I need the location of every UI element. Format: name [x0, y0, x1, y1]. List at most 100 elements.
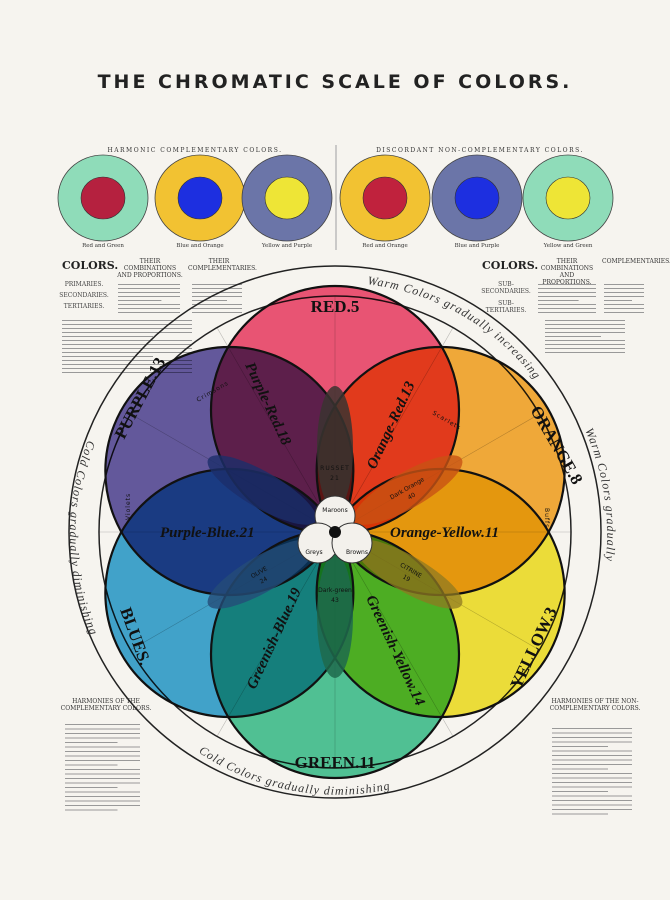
fine-print-line [552, 759, 632, 761]
swatch-inner-disc [545, 176, 591, 220]
fine-print-line [118, 308, 180, 309]
fine-print [62, 284, 644, 815]
fine-print-line [62, 320, 192, 321]
fine-print-line [545, 340, 625, 341]
fine-print-line [538, 304, 596, 305]
fine-print-line [62, 332, 192, 333]
fine-print-line [65, 764, 118, 766]
fine-print-line [552, 795, 632, 797]
fine-print-line [552, 809, 632, 810]
table-col-header: THEIR COMBINATIONS AND PROPORTIONS. [117, 258, 183, 279]
scale-line [334, 327, 454, 533]
fine-print-line [65, 769, 140, 770]
fine-print-line [545, 332, 625, 333]
fine-print-line [552, 755, 632, 756]
fine-print-line [62, 356, 153, 357]
fine-print-line [545, 336, 601, 337]
table-row-label: SECONDARIES. [59, 292, 109, 299]
fine-print-line [192, 284, 242, 285]
label-russet-number: 21 [330, 475, 340, 482]
label-russet: RUSSET [320, 465, 350, 472]
fine-print-line [62, 344, 192, 345]
fine-print-line [62, 352, 192, 353]
center-dot [329, 526, 341, 538]
swatch-harmonic-1: Blue and Orange [154, 154, 246, 249]
fine-print-line [118, 288, 180, 289]
fine-print-line [65, 728, 140, 730]
fine-print-line [604, 284, 644, 285]
fine-print-line [192, 288, 242, 289]
fine-print-line [552, 786, 632, 788]
harmonic-heading: HARMONIC COMPLEMENTARY COLORS. [107, 147, 282, 154]
table-row-label: SUB-TERTIARIES. [485, 300, 527, 314]
label-citrine-number: 19 [401, 574, 411, 584]
fine-print-line [62, 360, 192, 361]
fine-print-line [118, 292, 180, 293]
swatch-label: Yellow and Purple [261, 243, 312, 249]
fine-print-line [552, 768, 608, 770]
fine-print-line [604, 308, 644, 309]
petal-dark-blue [207, 455, 317, 525]
fine-print-line [552, 750, 632, 752]
petal-olive [207, 539, 317, 609]
table-row-label: TERTIARIES. [63, 303, 105, 310]
table-heading: COLORS. [482, 259, 539, 272]
fine-print-line [538, 308, 596, 309]
fine-print-line [552, 813, 608, 815]
petal-russet [317, 386, 353, 510]
swatch-label: Yellow and Green [543, 243, 593, 249]
swatch-label: Blue and Orange [176, 243, 223, 249]
swatch-harmonic-2: Yellow and Purple [241, 154, 333, 249]
table-row-label: PRIMARIES. [64, 281, 104, 288]
swatch-inner-disc [80, 176, 126, 220]
fine-print-line [118, 300, 162, 301]
fine-print-line [552, 773, 632, 774]
label-orange-yellow: Orange-Yellow.11 [390, 525, 499, 541]
scale-line [216, 531, 336, 737]
fine-print-line [552, 791, 608, 792]
fine-print-line [538, 288, 596, 289]
swatch-label: Red and Green [82, 243, 124, 249]
fine-print-line [192, 292, 242, 293]
fine-print-line [118, 304, 180, 305]
scale-line [216, 327, 336, 533]
fine-print-line [62, 324, 192, 325]
swatch-discordant-2: Yellow and Green [522, 154, 614, 249]
label-dark-green: Dark-green [318, 587, 352, 594]
fine-print-line [118, 284, 180, 285]
fine-print-line [552, 782, 632, 783]
fine-print-line [552, 800, 632, 801]
label-green: GREEN.11 [295, 753, 376, 772]
table-heading: COLORS. [62, 259, 119, 272]
fine-print-line [65, 809, 118, 811]
fine-print-line [62, 336, 153, 337]
fine-print-line [552, 741, 632, 743]
label-greys: Greys [305, 549, 322, 556]
table-col-header: THEIR COMPLEMENTARIES. [188, 258, 257, 272]
table-col-header: COMPLEMENTARIES. [602, 258, 670, 265]
swatch-row: Red and Green Blue and Orange Yellow and P… [57, 154, 614, 249]
fine-print-line [192, 296, 242, 297]
fine-print-line [65, 755, 140, 757]
fine-print-line [65, 746, 140, 748]
fine-print-line [545, 344, 625, 345]
outer-ring [68, 265, 602, 799]
label-dark-green-number: 43 [331, 597, 339, 604]
label-olive-number: 24 [259, 575, 269, 585]
fine-print-line [65, 791, 140, 793]
fine-print-line [604, 288, 644, 289]
fine-print-line [62, 340, 192, 341]
fine-print-line [65, 782, 140, 784]
fine-print-line [62, 368, 192, 369]
fine-print-line [552, 804, 632, 806]
fine-print-line [65, 778, 140, 779]
fine-print-line [65, 805, 140, 806]
fine-print-line [118, 296, 180, 297]
fine-print-line [62, 364, 192, 365]
fine-print-line [604, 292, 644, 293]
swatch-inner-disc [177, 176, 223, 220]
fine-print-line [65, 733, 140, 734]
tertiary-petals [207, 386, 463, 678]
fine-print-line [192, 300, 227, 301]
